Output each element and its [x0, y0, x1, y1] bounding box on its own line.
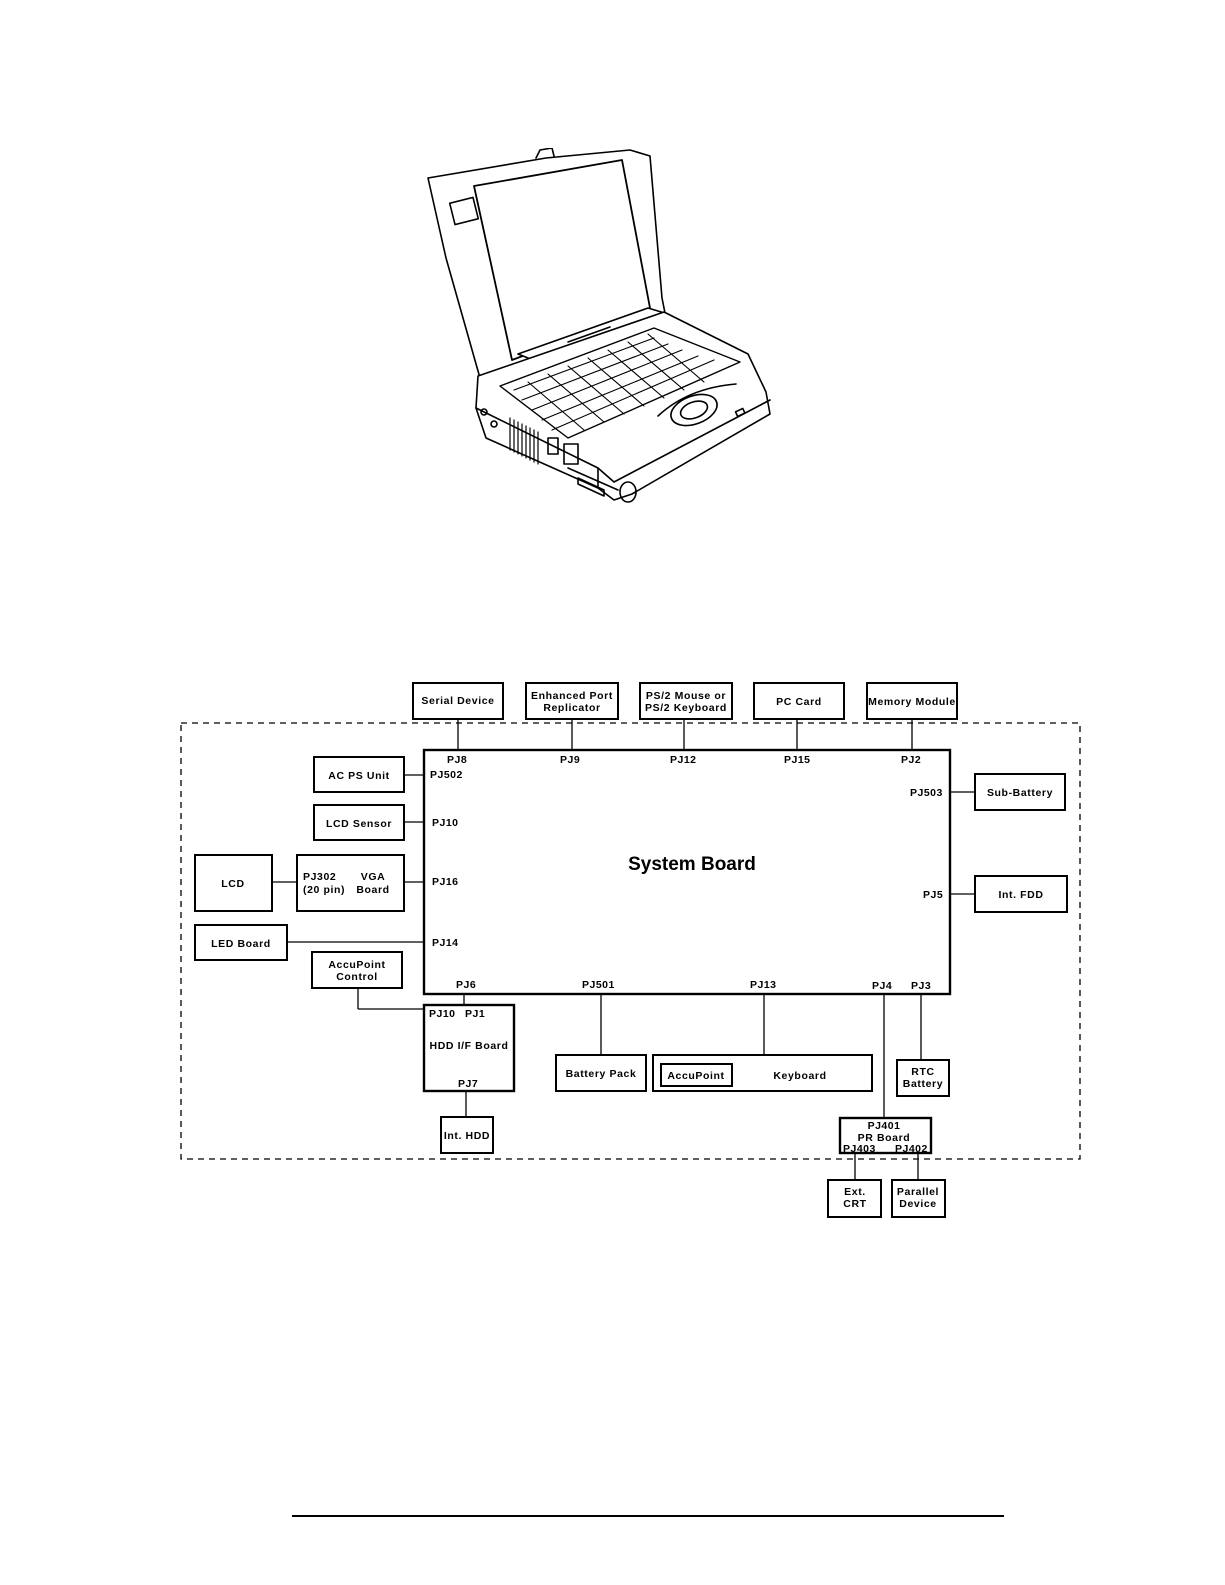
pr-board-box	[838, 1116, 933, 1155]
accupoint-control-label-line1: AccuPoint	[328, 959, 385, 971]
int-fdd-box	[974, 875, 1068, 913]
system-board-box	[422, 748, 952, 996]
port-replicator-label-line2: Replicator	[543, 702, 600, 714]
sub-battery-box	[974, 773, 1066, 811]
pj15-label: PJ15	[784, 754, 811, 766]
pj16-label: PJ16	[432, 876, 459, 888]
accupoint-control-box	[311, 951, 403, 989]
int-fdd-label: Int. FDD	[998, 889, 1043, 901]
ac-ps-unit-box	[313, 756, 405, 793]
hdd-if-board-box	[422, 1003, 516, 1093]
pj5-label: PJ5	[923, 889, 943, 901]
pc-card-box	[753, 682, 845, 720]
rtc-label-line1: RTC	[911, 1066, 934, 1078]
ps2-box	[639, 682, 733, 720]
chassis-boundary	[180, 722, 1081, 1160]
ac-ps-unit-label: AC PS Unit	[328, 770, 389, 782]
lcd-sensor-label: LCD Sensor	[326, 818, 392, 830]
led-board-label: LED Board	[211, 938, 271, 950]
vga-label-line2: Board	[356, 884, 389, 896]
ext-crt-label-line2: CRT	[843, 1198, 866, 1210]
vga-pin-label: (20 pin)	[303, 884, 345, 896]
keyboard-label: Keyboard	[773, 1070, 826, 1082]
hdd-pj10-label: PJ10	[429, 1008, 456, 1020]
parallel-label-line1: Parallel	[897, 1186, 939, 1198]
vga-label-line1: VGA	[361, 871, 386, 883]
pj502-label: PJ502	[430, 769, 463, 781]
pj2-label: PJ2	[901, 754, 921, 766]
lcd-sensor-box	[313, 804, 405, 841]
laptop-illustration	[427, 148, 771, 503]
pj4-label: PJ4	[872, 980, 892, 992]
serial-device-box	[412, 682, 504, 720]
pj503-label: PJ503	[910, 787, 943, 799]
pj13-label: PJ13	[750, 979, 777, 991]
battery-pack-box	[555, 1054, 647, 1092]
port-replicator-label-line1: Enhanced Port	[531, 690, 613, 702]
pj10-label: PJ10	[432, 817, 459, 829]
accupoint-control-label-line2: Control	[336, 971, 378, 983]
hdd-pj1-label: PJ1	[465, 1008, 485, 1020]
int-hdd-box	[440, 1116, 494, 1154]
footer-rule	[292, 1515, 1004, 1517]
pj12-label: PJ12	[670, 754, 697, 766]
pj6-label: PJ6	[456, 979, 476, 991]
ps2-label-line1: PS/2 Mouse or	[646, 690, 726, 702]
hdd-if-board-label: HDD I/F Board	[430, 1040, 509, 1052]
hdd-pj7-label: PJ7	[458, 1078, 478, 1090]
accupoint-label: AccuPoint	[667, 1070, 724, 1082]
port-replicator-box	[525, 682, 619, 720]
pr-board-label: PR Board	[858, 1132, 911, 1144]
pj401-label: PJ401	[868, 1120, 901, 1132]
pj501-label: PJ501	[582, 979, 615, 991]
serial-device-label: Serial Device	[421, 695, 494, 707]
memory-module-box	[866, 682, 958, 720]
led-board-box	[194, 924, 288, 961]
connection-lines	[272, 711, 975, 1180]
lcd-label: LCD	[221, 878, 244, 890]
memory-module-label: Memory Module	[868, 696, 956, 708]
lcd-box	[194, 854, 273, 912]
int-hdd-label: Int. HDD	[444, 1130, 490, 1142]
accupoint-box	[660, 1063, 733, 1087]
pc-card-label: PC Card	[776, 696, 822, 708]
rtc-label-line2: Battery	[903, 1078, 943, 1090]
ext-crt-box	[827, 1179, 882, 1218]
pj403-label: PJ403	[843, 1143, 876, 1155]
parallel-device-box	[891, 1179, 946, 1218]
pj9-label: PJ9	[560, 754, 580, 766]
system-board-title: System Board	[628, 854, 756, 875]
vga-board-box	[296, 854, 405, 912]
rtc-battery-box	[896, 1059, 950, 1097]
pj8-label: PJ8	[447, 754, 467, 766]
ps2-label-line2: PS/2 Keyboard	[645, 702, 727, 714]
parallel-label-line2: Device	[899, 1198, 936, 1210]
pj402-label: PJ402	[895, 1143, 928, 1155]
battery-pack-label: Battery Pack	[566, 1068, 637, 1080]
pj14-label: PJ14	[432, 937, 459, 949]
pj3-label: PJ3	[911, 980, 931, 992]
sub-battery-label: Sub-Battery	[987, 787, 1053, 799]
vga-pj302-label: PJ302	[303, 871, 336, 883]
ext-crt-label-line1: Ext.	[844, 1186, 866, 1198]
